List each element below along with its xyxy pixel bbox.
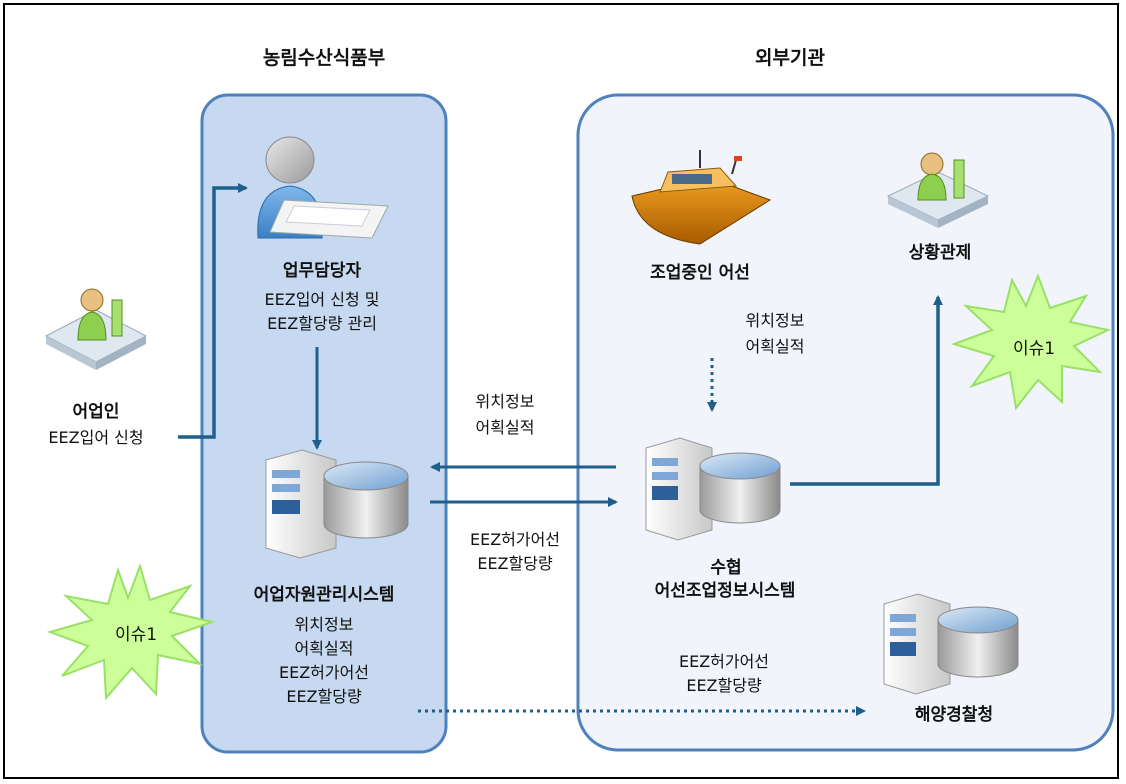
system-server-icon bbox=[265, 449, 409, 559]
issue-label-left: 이슈1 bbox=[114, 625, 158, 645]
suhyup-title-1: 수협 bbox=[710, 558, 742, 578]
external-group-box bbox=[576, 93, 1115, 752]
diagram-frame bbox=[3, 3, 1119, 779]
arrows bbox=[178, 183, 943, 716]
fisher-person-icon bbox=[44, 288, 148, 370]
ministry-group-box bbox=[200, 93, 448, 754]
system-item-3: EEZ허가어선 bbox=[278, 663, 370, 682]
coastguard-title: 해양경찰청 bbox=[914, 705, 994, 725]
fisher-title: 어업인 bbox=[72, 402, 120, 422]
edge-suhyup-system-label-1: 위치정보 bbox=[475, 392, 535, 411]
vessel-title: 조업중인 어선 bbox=[650, 263, 750, 283]
arrow-fisher-to-staff bbox=[178, 183, 248, 439]
edge-system-coastguard-label-2: EEZ할당량 bbox=[686, 676, 762, 695]
fishing-boat-icon bbox=[631, 150, 772, 245]
system-title: 어업자원관리시스템 bbox=[253, 585, 395, 605]
suhyup-server-icon bbox=[645, 437, 781, 541]
staff-desc-1: EEZ입어 신청 및 bbox=[264, 290, 380, 309]
issue-burst-right bbox=[950, 273, 1112, 411]
staff-person-icon bbox=[257, 136, 389, 239]
edge-vessel-label-1: 위치정보 bbox=[745, 311, 805, 330]
staff-title: 업무담당자 bbox=[282, 261, 362, 281]
control-title: 상황관제 bbox=[908, 243, 972, 263]
edge-vessel-label-2: 어획실적 bbox=[745, 337, 805, 356]
issue-label-right: 이슈1 bbox=[1012, 339, 1056, 359]
staff-desc-2: EEZ할당량 관리 bbox=[267, 314, 377, 333]
issue-burst-left bbox=[46, 562, 216, 701]
suhyup-title-2: 어선조업정보시스템 bbox=[654, 581, 796, 601]
edge-system-coastguard-label-1: EEZ허가어선 bbox=[678, 652, 770, 671]
arrow-suhyup-to-control bbox=[790, 295, 943, 486]
external-header: 외부기관 bbox=[755, 47, 825, 69]
ministry-header: 농림수산식품부 bbox=[262, 47, 386, 69]
system-item-2: 어획실적 bbox=[294, 639, 354, 658]
edge-system-suhyup-label-1: EEZ허가어선 bbox=[469, 530, 561, 549]
system-item-4: EEZ할당량 bbox=[286, 687, 362, 706]
coastguard-server-icon bbox=[883, 593, 1019, 695]
control-person-icon bbox=[886, 152, 990, 228]
edge-system-suhyup-label-2: EEZ할당량 bbox=[477, 554, 553, 573]
fisher-desc: EEZ입어 신청 bbox=[48, 428, 144, 447]
system-item-1: 위치정보 bbox=[294, 615, 354, 634]
edge-suhyup-system-label-2: 어획실적 bbox=[475, 418, 535, 437]
